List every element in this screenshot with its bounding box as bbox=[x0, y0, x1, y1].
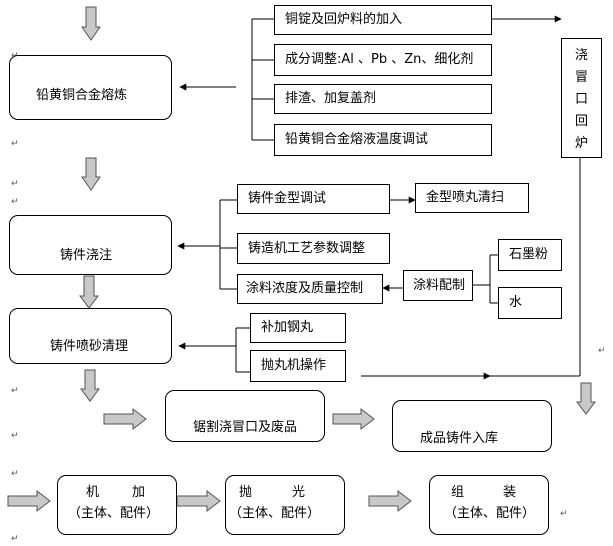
coating-control-box: 涂料浓度及质量控制 bbox=[237, 274, 383, 304]
right-arrow-saw bbox=[103, 407, 147, 431]
paragraph-mark: ↵ bbox=[11, 197, 19, 207]
add-shot-label: 补加钢丸 bbox=[261, 320, 314, 335]
mold-debug-label: 铸件金型调试 bbox=[248, 191, 327, 206]
saw-box: 锯割浇冒口及废品 bbox=[165, 390, 325, 442]
down-arrow-5 bbox=[576, 382, 596, 415]
graphite-box: 石墨粉 bbox=[498, 239, 562, 271]
paragraph-mark: ↵ bbox=[11, 534, 19, 544]
smelting-input-box: 铜锭及回炉料的加入 bbox=[274, 5, 492, 35]
storage-box: 成品铸件入库 bbox=[392, 400, 552, 452]
water-label: 水 bbox=[509, 295, 523, 310]
right-arrow-assembly bbox=[368, 489, 412, 513]
paragraph-mark: ↵ bbox=[11, 431, 19, 441]
right-arrow-machining bbox=[7, 489, 51, 513]
return-furnace-char: 口 bbox=[575, 92, 589, 107]
down-arrow-4 bbox=[80, 369, 100, 402]
pouring-box: 铸件浇注 bbox=[9, 215, 172, 275]
down-arrow-1 bbox=[81, 6, 101, 41]
shot-blast-box: 铸件喷砂清理 bbox=[9, 308, 172, 364]
polishing-title-a: 抛 bbox=[239, 485, 253, 500]
smelting-input-label: 成分调整:Al 、Pb 、Zn、细化剂 bbox=[285, 52, 474, 67]
coating-mix-label: 涂料配制 bbox=[413, 278, 466, 293]
down-arrow-2 bbox=[81, 157, 101, 191]
paragraph-mark: ↵ bbox=[11, 139, 19, 149]
right-arrow-storage bbox=[332, 407, 375, 431]
smelting-input-label: 排渣、加复盖剂 bbox=[285, 91, 377, 106]
machining-title-b: 加 bbox=[132, 485, 146, 500]
assembly-box: 组 装 （主体、配件） bbox=[429, 475, 549, 535]
smelting-input-box: 排渣、加复盖剂 bbox=[274, 84, 492, 114]
return-furnace-box: 浇 冒 口 回 炉 bbox=[561, 38, 602, 158]
coating-control-label: 涂料浓度及质量控制 bbox=[246, 281, 364, 296]
machining-title-a: 机 bbox=[86, 485, 100, 500]
return-furnace-char: 冒 bbox=[575, 70, 589, 85]
shot-machine-label: 抛丸机操作 bbox=[261, 358, 327, 373]
pouring-label: 铸件浇注 bbox=[60, 248, 113, 263]
process-params-label: 铸造机工艺参数调整 bbox=[248, 241, 366, 256]
water-box: 水 bbox=[498, 287, 562, 319]
paragraph-mark: ↵ bbox=[11, 469, 19, 479]
paragraph-mark: ↵ bbox=[11, 179, 19, 189]
smelting-label: 铅黄铜合金熔炼 bbox=[36, 88, 128, 103]
mold-clean-box: 金型喷丸清扫 bbox=[415, 183, 529, 213]
process-params-box: 铸造机工艺参数调整 bbox=[237, 233, 390, 264]
return-furnace-char: 浇 bbox=[575, 48, 589, 63]
down-arrow-3 bbox=[79, 275, 99, 309]
assembly-sub: （主体、配件） bbox=[444, 506, 536, 521]
storage-label: 成品铸件入库 bbox=[420, 431, 499, 446]
shot-blast-label: 铸件喷砂清理 bbox=[50, 339, 129, 354]
smelting-input-box: 成分调整:Al 、Pb 、Zn、细化剂 bbox=[274, 44, 492, 76]
graphite-label: 石墨粉 bbox=[509, 247, 549, 262]
machining-sub: （主体、配件） bbox=[68, 506, 160, 521]
right-arrow-polishing bbox=[176, 489, 221, 513]
smelting-input-box: 铅黄铜合金熔液温度调试 bbox=[274, 124, 492, 156]
assembly-title-a: 组 bbox=[451, 485, 465, 500]
smelting-box: 铅黄铜合金熔炼 bbox=[9, 55, 172, 120]
smelting-input-label: 铜锭及回炉料的加入 bbox=[285, 12, 403, 27]
paragraph-mark: ↵ bbox=[560, 509, 568, 519]
machining-box: 机 加 （主体、配件） bbox=[57, 475, 177, 535]
polishing-title-b: 光 bbox=[292, 485, 306, 500]
polishing-box: 抛 光 （主体、配件） bbox=[225, 475, 345, 535]
saw-label: 锯割浇冒口及废品 bbox=[193, 420, 298, 435]
paragraph-mark: ↵ bbox=[11, 51, 19, 61]
return-furnace-char: 炉 bbox=[575, 136, 589, 151]
return-furnace-char: 回 bbox=[575, 114, 589, 129]
assembly-title-b: 装 bbox=[503, 485, 517, 500]
paragraph-mark: ↵ bbox=[11, 386, 19, 396]
add-shot-box: 补加钢丸 bbox=[250, 313, 346, 343]
shot-machine-box: 抛丸机操作 bbox=[250, 350, 346, 382]
paragraph-mark: ↵ bbox=[598, 346, 606, 356]
mold-debug-box: 铸件金型调试 bbox=[237, 184, 390, 214]
coating-mix-box: 涂料配制 bbox=[403, 270, 473, 301]
smelting-input-label: 铅黄铜合金熔液温度调试 bbox=[285, 132, 429, 147]
mold-clean-label: 金型喷丸清扫 bbox=[426, 190, 505, 205]
polishing-sub: （主体、配件） bbox=[229, 506, 321, 521]
